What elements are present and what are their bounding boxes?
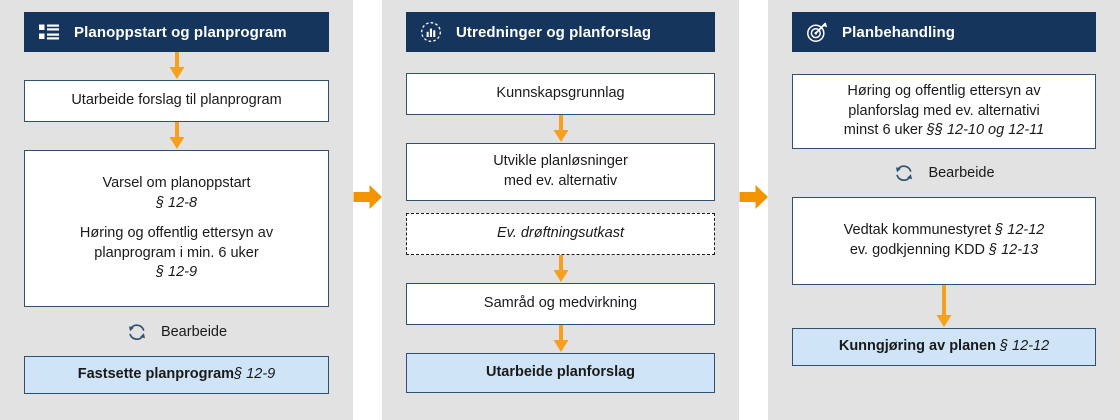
node-samrad-og-medvirkning[interactable]: Samråd og medvirkning — [406, 283, 715, 325]
node-text: Vedtak kommunestyret — [843, 222, 996, 239]
spacer — [406, 201, 715, 213]
node-varsel-og-horing[interactable]: Varsel om planoppstart § 12-8 Høring og … — [24, 150, 329, 307]
node-line-section: § 12-8 — [155, 194, 198, 211]
cycle-label: Bearbeide — [160, 324, 228, 340]
node-line-composite: Fastsette planprogram§ 12-9 — [78, 365, 275, 385]
down-arrow-2b — [406, 255, 715, 283]
phase-header-utredninger: Utredninger og planforslag — [406, 12, 715, 52]
spacer — [792, 149, 1096, 162]
down-arrow-1b — [24, 122, 329, 150]
phase-header-planbehandling: Planbehandling — [792, 12, 1096, 52]
node-line: planforslag med ev. alternativi — [848, 102, 1040, 119]
phase-panel-planbehandling: Planbehandling Høring og offentlig etter… — [768, 0, 1120, 420]
node-text-section: § 12-13 — [989, 242, 1039, 258]
node-text-section-value: § 12-12 — [999, 338, 1050, 355]
right-arrow-1 — [353, 183, 382, 211]
node-horing-planforslag[interactable]: Høring og offentlig ettersyn av planfors… — [792, 74, 1096, 149]
node-ev-droftningsutkast[interactable]: Ev. drøftningsutkast — [406, 213, 715, 255]
node-line-composite: minst 6 uker §§ 12-10 og 12-11 — [844, 121, 1044, 141]
node-line: planprogram i min. 6 uker — [94, 244, 259, 261]
node-line: Kunnskapsgrunnlag — [496, 85, 625, 102]
node-line-composite: Kunngjøring av planen § 12-12 — [839, 337, 1049, 357]
refresh-cycle-icon — [128, 324, 145, 341]
phase-header-planoppstart: Planoppstart og planprogram — [24, 12, 329, 52]
phase-title-planoppstart: Planoppstart og planprogram — [74, 23, 287, 41]
phase-panel-planoppstart: Planoppstart og planprogram Utarbeide fo… — [0, 0, 353, 420]
cycle-row-bearbeide-2: Bearbeide — [792, 162, 1096, 184]
node-vedtak-kommunestyret[interactable]: Vedtak kommunestyret § 12-12 ev. godkjen… — [792, 197, 1096, 285]
node-text: minst 6 uker — [843, 122, 927, 139]
down-arrow-2c — [406, 325, 715, 353]
target-dart-icon — [806, 21, 828, 43]
spacer — [792, 52, 1096, 74]
node-utvikle-planlosninger[interactable]: Utvikle planløsninger med ev. alternativ — [406, 143, 715, 201]
down-arrow-1a — [24, 52, 329, 80]
node-line: Høring og offentlig ettersyn av — [79, 225, 274, 242]
node-text-section: § 12-12 — [995, 222, 1045, 239]
cycle-label: Bearbeide — [928, 165, 995, 181]
node-line: Utarbeide forslag til planprogram — [71, 92, 282, 109]
spacer — [24, 343, 329, 356]
node-line-section: § 12-9 — [155, 264, 198, 281]
node-kunnskapsgrunnlag[interactable]: Kunnskapsgrunnlag — [406, 73, 715, 115]
phase-panel-utredninger: Utredninger og planforslag Kunnskapsgrun… — [382, 0, 739, 420]
node-fastsette-planprogram[interactable]: Fastsette planprogram§ 12-9 — [24, 356, 329, 394]
list-icon — [38, 21, 60, 43]
spacer — [792, 184, 1096, 197]
node-line: Samråd og medvirkning — [483, 295, 638, 312]
spacer — [406, 52, 715, 73]
cycle-row-bearbeide-1: Bearbeide — [24, 321, 329, 343]
node-utarbeide-forslag[interactable]: Utarbeide forslag til planprogram — [24, 80, 329, 122]
node-text-bold: Fastsette planprogram — [77, 366, 235, 383]
panel-gap-2 — [739, 0, 768, 420]
node-line: med ev. alternativ — [503, 173, 618, 189]
node-line-composite: ev. godkjenning KDD § 12-13 — [850, 241, 1038, 261]
node-text: ev. godkjenning KDD — [849, 242, 989, 258]
node-text-section: § 12-9 — [234, 366, 276, 383]
down-arrow-3a — [792, 285, 1096, 328]
node-text-section: §§ 12-10 og 12-11 — [926, 122, 1045, 139]
spacer — [24, 307, 329, 321]
node-kunngjoring-av-planen[interactable]: Kunngjøring av planen § 12-12 — [792, 328, 1096, 366]
node-utarbeide-planforslag[interactable]: Utarbeide planforslag — [406, 353, 715, 393]
node-line: Ev. drøftningsutkast — [496, 225, 625, 242]
node-text-bold: Kunngjøring av planen — [838, 338, 996, 355]
down-arrow-2a — [406, 115, 715, 143]
node-line: Varsel om planoppstart — [102, 175, 251, 192]
node-line: Høring og offentlig ettersyn av — [847, 83, 1041, 100]
panel-gap-1 — [353, 0, 382, 420]
right-arrow-2 — [739, 183, 768, 211]
node-line: Utarbeide planforslag — [485, 364, 636, 381]
bar-chart-circle-icon — [420, 21, 442, 43]
node-line: Utvikle planløsninger — [493, 153, 628, 170]
phase-title-planbehandling: Planbehandling — [842, 23, 956, 41]
phase-title-utredninger: Utredninger og planforslag — [456, 23, 652, 41]
refresh-cycle-icon — [896, 165, 913, 182]
node-line-composite: Vedtak kommunestyret § 12-12 — [844, 221, 1045, 241]
